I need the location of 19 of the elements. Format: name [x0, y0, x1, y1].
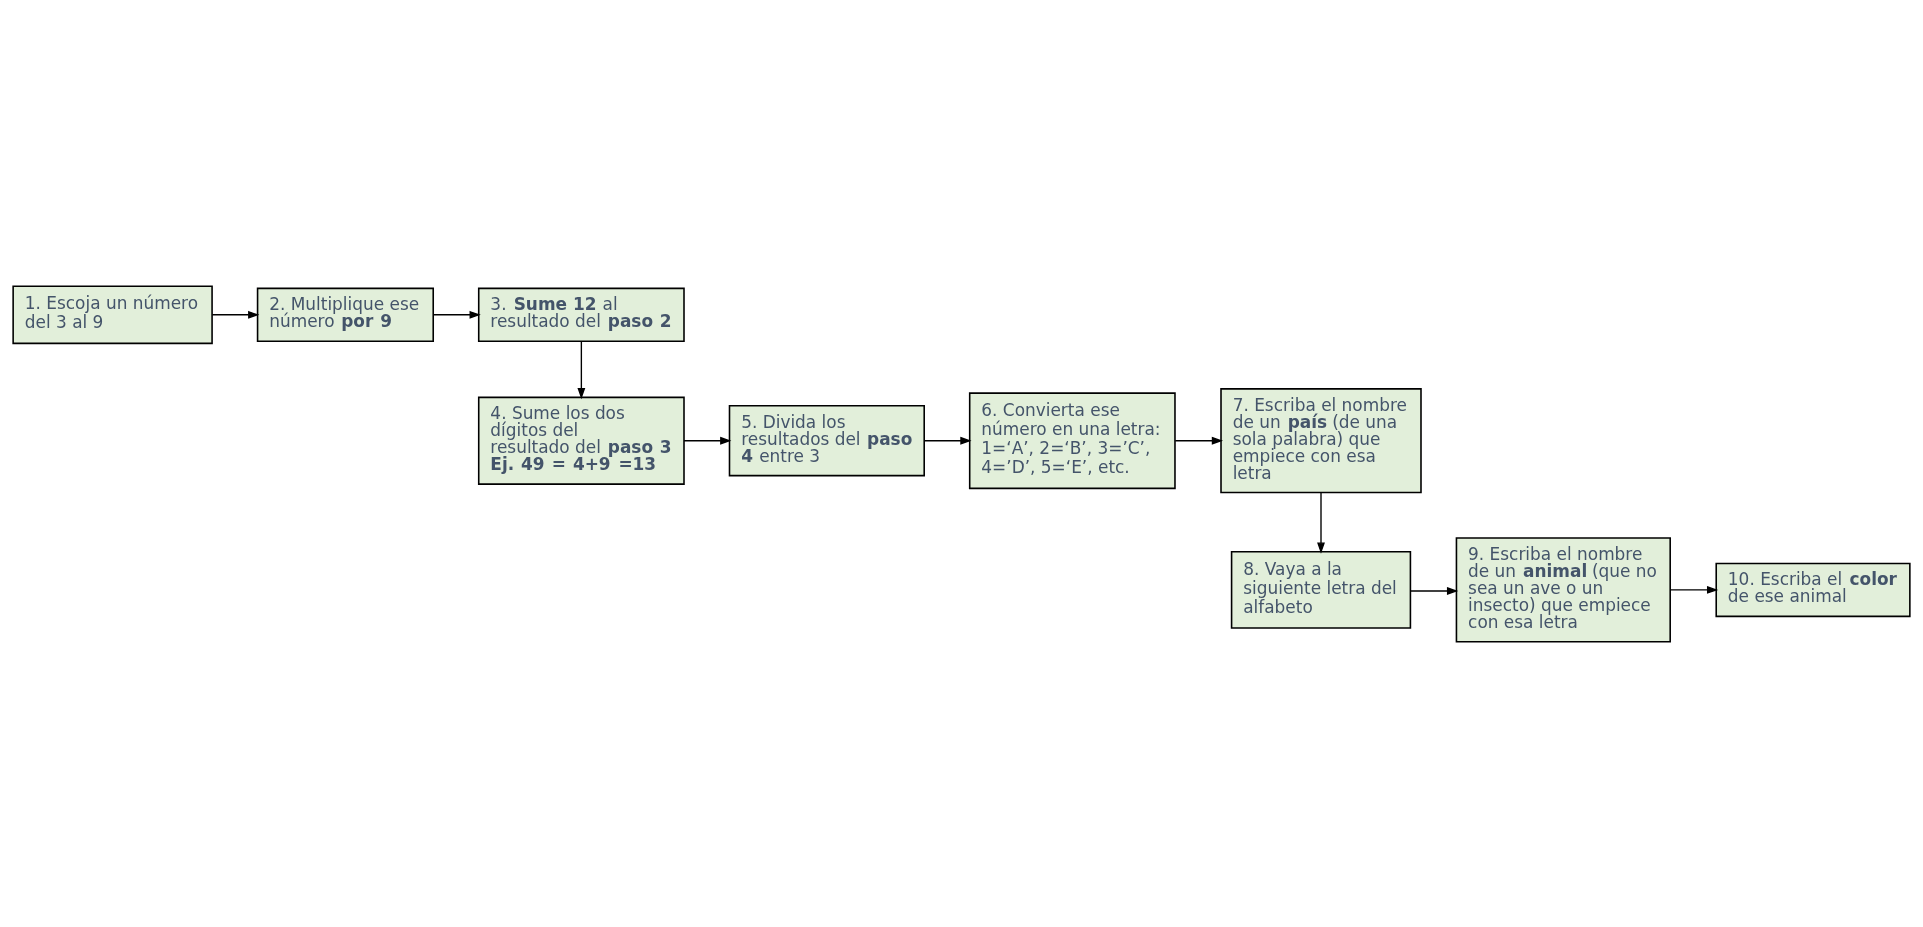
- node-box: 2. Multiplique ese número por 9: [256, 287, 434, 342]
- arrow: [1174, 436, 1224, 445]
- arrow: [1409, 586, 1459, 595]
- node-box: 9. Escriba el nombre de un animal (que no sea un ave o un insecto) que empiece con esa letra: [1455, 536, 1671, 643]
- arrow: [211, 310, 260, 319]
- node-box: 3. Sume 12 al resultado del paso 2: [477, 287, 685, 342]
- node-box: 1. Escoja un número del 3 al 9: [12, 284, 213, 344]
- arrow: [432, 310, 481, 319]
- node-box: 10. Escriba el color de ese animal: [1715, 562, 1911, 617]
- node-box: 4. Sume los dos dígitos del resultado del paso 3 Ej. 49 = 4+9 =13: [477, 396, 685, 485]
- arrow: [577, 340, 586, 399]
- arrow: [683, 436, 732, 445]
- node-box: 5. Divida los resultados del paso 4 entre 3: [728, 404, 925, 476]
- arrow: [1669, 585, 1719, 594]
- arrow: [923, 436, 972, 445]
- node-box: 7. Escriba el nombre de un país (de una sola palabra) que empiece con esa letra: [1220, 387, 1422, 493]
- node-box: 8. Vaya a la siguiente letra del alfabeto: [1230, 550, 1412, 629]
- arrow: [1317, 491, 1325, 554]
- node-box: 6. Convierta ese número en una letra: 1=‘A’, 2=‘B’, 3=’C’, 4=’D’, 5=‘E’, etc.: [968, 391, 1176, 489]
